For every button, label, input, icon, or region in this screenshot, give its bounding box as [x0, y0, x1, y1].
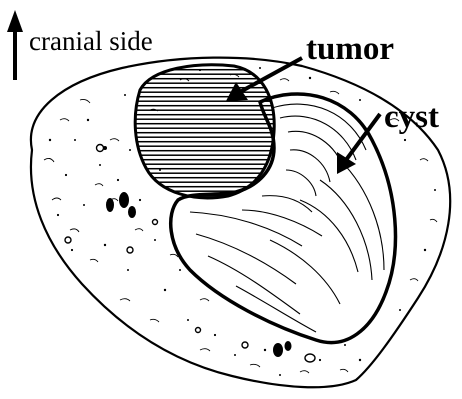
cyst-label: cyst — [384, 99, 439, 135]
orientation-arrow — [7, 10, 23, 80]
tumor-label: tumor — [306, 31, 394, 67]
orientation-label: cranial side — [29, 26, 153, 56]
